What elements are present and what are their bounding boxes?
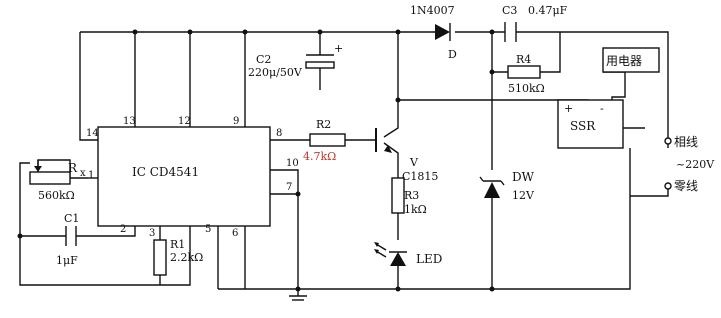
r1-label: R1 — [170, 238, 185, 251]
transistor-type: C1815 — [402, 170, 438, 183]
r3-value: 1kΩ — [404, 203, 427, 216]
capacitor-c2: C2 220μ/50V + — [248, 42, 343, 79]
potentiometer-rx: R x 560kΩ — [29, 160, 88, 202]
pin-8: 8 — [276, 128, 282, 139]
c3-value: 0.47μF — [528, 4, 568, 17]
mains-neutral: 零线 — [674, 179, 698, 193]
mains-phase: 相线 — [674, 135, 698, 149]
ssr-minus: - — [600, 102, 604, 115]
pin-6: 6 — [232, 228, 238, 239]
resistor-r2: R2 4.7kΩ — [303, 118, 346, 163]
c2-label: C2 — [256, 53, 271, 66]
ssr: SSR + - — [557, 99, 624, 149]
c2-value: 220μ/50V — [248, 66, 303, 79]
led-label: LED — [416, 252, 442, 266]
r1-value: 2.2kΩ — [170, 251, 203, 264]
pin-1: 1 — [88, 170, 94, 181]
resistor-r1: R1 2.2kΩ — [153, 238, 203, 276]
pin-10: 10 — [286, 158, 299, 169]
pin-12: 12 — [178, 116, 191, 127]
zener-dw: DW 12V — [479, 170, 535, 202]
c1-label: C1 — [64, 212, 79, 225]
resistor-r4: R4 510kΩ — [507, 53, 545, 95]
pin-9: 9 — [233, 116, 239, 127]
ssr-label: SSR — [570, 119, 596, 133]
rx-label: R — [68, 161, 78, 175]
ground-symbol — [289, 295, 307, 301]
diode-d: 1N4007 D — [410, 4, 457, 61]
ic-cd4541: IC CD4541 14 13 12 9 8 10 7 1 2 3 5 6 — [86, 116, 299, 239]
pin-2: 2 — [120, 224, 126, 235]
capacitor-c1: C1 1μF — [56, 212, 79, 267]
led: LED — [374, 242, 442, 266]
diode-name: D — [448, 48, 457, 61]
r2-label: R2 — [316, 118, 331, 131]
zener-value: 12V — [512, 189, 535, 202]
rx-value: 560kΩ — [38, 189, 75, 202]
capacitor-c3: C3 0.47μF — [502, 4, 568, 42]
mains-terminals: 相线 ~220V 零线 — [630, 135, 715, 197]
load-appliance: 用电器 — [602, 47, 660, 73]
mains-voltage: ~220V — [676, 158, 715, 171]
transistor-name: V — [409, 156, 419, 169]
junction-dots — [17, 29, 495, 292]
load-label: 用电器 — [606, 54, 642, 68]
c1-value: 1μF — [56, 254, 78, 267]
pin-7: 7 — [286, 182, 292, 193]
c3-label: C3 — [502, 4, 517, 17]
pin-5: 5 — [205, 224, 211, 235]
ic-label: IC CD4541 — [132, 165, 199, 179]
pin-13: 13 — [123, 116, 136, 127]
zener-name: DW — [512, 170, 535, 184]
pin-14: 14 — [86, 128, 99, 139]
transistor-v: V C1815 — [375, 128, 438, 183]
diode-part: 1N4007 — [410, 4, 455, 17]
pin-3: 3 — [149, 228, 155, 239]
ssr-plus: + — [564, 102, 573, 115]
rx-subscript: x — [80, 168, 86, 179]
resistor-r3: R3 1kΩ — [391, 177, 427, 216]
r3-label: R3 — [404, 189, 419, 202]
r4-label: R4 — [516, 53, 531, 66]
r2-value: 4.7kΩ — [303, 150, 336, 163]
r4-value: 510kΩ — [508, 82, 545, 95]
c2-plus: + — [334, 42, 343, 55]
